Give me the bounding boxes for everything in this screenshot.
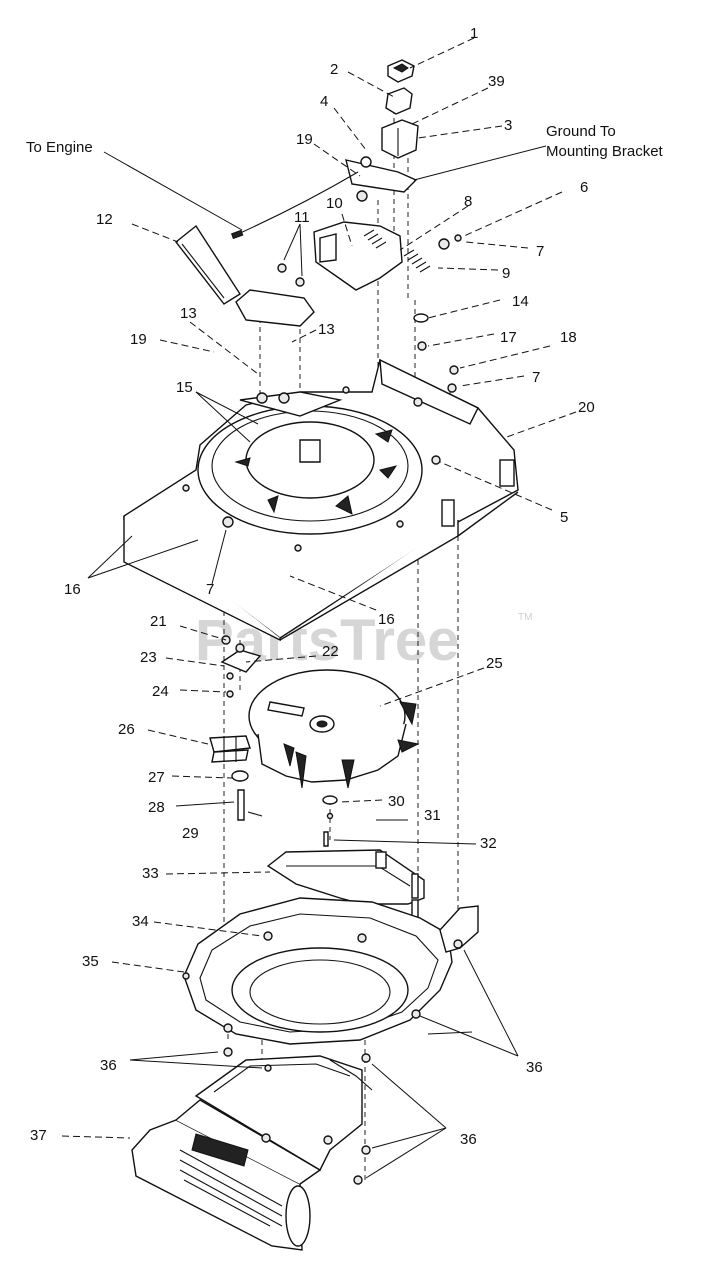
callout-12: 12 [96,211,113,228]
callout-27: 27 [148,769,165,786]
nut-part [361,1053,371,1063]
callout-30: 30 [388,793,405,810]
callout-8: 8 [464,193,472,210]
callout-ground-line2: Mounting Bracket [546,143,664,160]
callout-3: 3 [504,117,512,134]
engine-cable-line [237,171,359,235]
discharge-chute-part [175,224,241,305]
callout-11: 11 [294,209,310,226]
callout-18: 18 [560,329,577,346]
callout-36-bottom: 36 [460,1131,477,1148]
callout-16-left: 16 [64,581,81,598]
keeper-part [326,812,334,820]
trademark-mark: TM [518,612,532,623]
top-bracket-plate-part [235,263,315,327]
callout-32: 32 [480,835,497,852]
callout-28: 28 [148,799,165,816]
callout-36-right: 36 [526,1059,543,1076]
callout-4: 4 [320,93,328,110]
pin-part [237,789,245,821]
callout-29: 29 [182,825,199,842]
front-nozzle-part [131,1055,373,1251]
callout-6: 6 [580,179,588,196]
callout-22: 22 [322,643,339,660]
key-part [323,831,329,847]
callout-1: 1 [470,25,478,42]
cable-end-part [230,229,244,240]
callout-24: 24 [152,683,169,700]
callout-35: 35 [82,953,99,970]
nut-part [264,1064,272,1072]
bolt-part [449,365,459,375]
impeller-part [248,669,420,789]
callout-33: 33 [142,865,159,882]
callout-15: 15 [176,379,193,396]
callout-16-right: 16 [378,611,395,628]
leader-lines [61,37,577,1179]
callout-10: 10 [326,195,343,212]
callout-13-right: 13 [318,321,335,338]
shaft-coupling-part [209,735,251,763]
washer-part [413,313,429,323]
mounting-plate-part [220,635,262,698]
callout-2: 2 [330,61,338,78]
callout-7-right: 7 [532,369,540,386]
blower-housing-part [123,358,519,642]
callout-9: 9 [502,265,510,282]
lower-frame-part [266,849,425,923]
callout-19-left: 19 [130,331,147,348]
callout-7-top: 7 [536,243,544,260]
bolt-part [417,341,427,351]
nut-part [223,1047,233,1057]
nut-part [353,1175,363,1185]
switch-body-part [381,119,419,159]
callout-26: 26 [118,721,135,738]
callout-39: 39 [488,73,505,90]
brake-bracket-part [313,190,462,291]
cotter-part [247,811,263,817]
callout-23: 23 [140,649,157,666]
washer-part [322,795,338,805]
callout-36-left: 36 [100,1057,117,1074]
callout-21: 21 [150,613,167,630]
callout-19-top: 19 [296,131,313,148]
callout-5: 5 [560,509,568,526]
callout-ground-line1: Ground To [546,123,616,140]
callout-31: 31 [424,807,441,824]
callout-20: 20 [578,399,595,416]
switch-cap-part [387,59,415,83]
callout-14: 14 [512,293,529,310]
callout-13-left: 13 [180,305,197,322]
lower-housing-part [182,897,479,1045]
callout-labels: 1 2 39 4 3 Ground To Mounting Bracket To… [26,25,664,1148]
callout-7-bottom: 7 [206,581,214,598]
callout-34: 34 [132,913,149,930]
spring-clip-part [231,770,249,782]
callout-37: 37 [30,1127,47,1144]
callout-to-engine: To Engine [26,139,93,156]
switch-actuator-part [385,87,413,115]
callout-25: 25 [486,655,503,672]
callout-17: 17 [500,329,517,346]
switch-bracket-part [345,156,418,193]
nut-part [361,1145,371,1155]
